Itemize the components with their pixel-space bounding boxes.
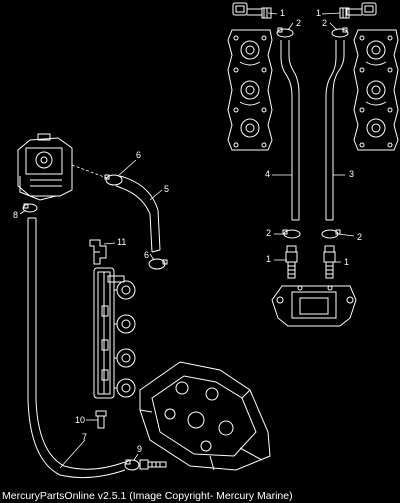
callout-2-top-right[interactable]: 2 xyxy=(322,18,327,28)
throttle-body-assembly xyxy=(17,133,73,201)
callout-8[interactable]: 8 xyxy=(13,210,18,220)
nipple-fitting xyxy=(139,459,167,470)
cylinder-head-right xyxy=(353,29,399,151)
callout-4[interactable]: 4 xyxy=(265,169,270,179)
fuel-rail xyxy=(93,267,136,399)
callout-1-top-left[interactable]: 1 xyxy=(280,8,285,18)
lower-hose-clamp-left xyxy=(282,229,301,239)
callout-5[interactable]: 5 xyxy=(164,184,169,194)
hose-clamp-9 xyxy=(124,459,140,471)
callout-2-lower-left[interactable]: 2 xyxy=(266,228,271,238)
callout-11[interactable]: 11 xyxy=(117,237,126,247)
hose-right-long xyxy=(325,40,345,221)
callout-7[interactable]: 7 xyxy=(82,432,87,442)
callout-1-lower-left[interactable]: 1 xyxy=(266,254,271,264)
callout-1-top-right[interactable]: 1 xyxy=(316,8,321,18)
bolt-fitting xyxy=(95,410,107,429)
callout-labels: 1 2 1 2 4 3 2 2 1 1 6 5 8 11 6 10 9 7 xyxy=(13,8,362,454)
callout-2-top-left[interactable]: 2 xyxy=(296,18,301,28)
hose-left-long xyxy=(280,40,300,221)
intake-manifold xyxy=(139,361,271,471)
callout-2-lower-right[interactable]: 2 xyxy=(357,232,362,242)
callout-1-lower-right[interactable]: 1 xyxy=(344,257,349,267)
image-copyright-caption: MercuryPartsOnline v2.5.1 (Image Copyrig… xyxy=(2,490,293,502)
lower-fitting-right xyxy=(323,245,336,279)
callout-6-upper[interactable]: 6 xyxy=(136,150,141,160)
leader-lines xyxy=(19,12,355,469)
dashed-leader xyxy=(71,164,108,179)
callout-3[interactable]: 3 xyxy=(349,169,354,179)
top-hose-clamp-right xyxy=(331,27,349,38)
lower-hose-clamp-right xyxy=(321,229,341,239)
hose-clamp-8 xyxy=(22,203,38,213)
callout-10[interactable]: 10 xyxy=(75,415,85,425)
callout-9[interactable]: 9 xyxy=(137,444,142,454)
callout-6-lower[interactable]: 6 xyxy=(144,250,149,260)
top-left-fitting xyxy=(232,2,272,19)
hose-clamp-lower xyxy=(148,258,168,270)
long-return-hose xyxy=(27,217,126,479)
cylinder-head-left xyxy=(227,29,273,151)
top-right-fitting xyxy=(339,2,377,19)
curved-hose xyxy=(115,175,161,253)
top-hose-clamp-left xyxy=(276,27,294,38)
elbow-fitting xyxy=(89,239,107,265)
engine-block-base xyxy=(271,285,357,327)
hose-clamp-upper xyxy=(104,174,123,186)
lower-fitting-left xyxy=(285,245,298,279)
